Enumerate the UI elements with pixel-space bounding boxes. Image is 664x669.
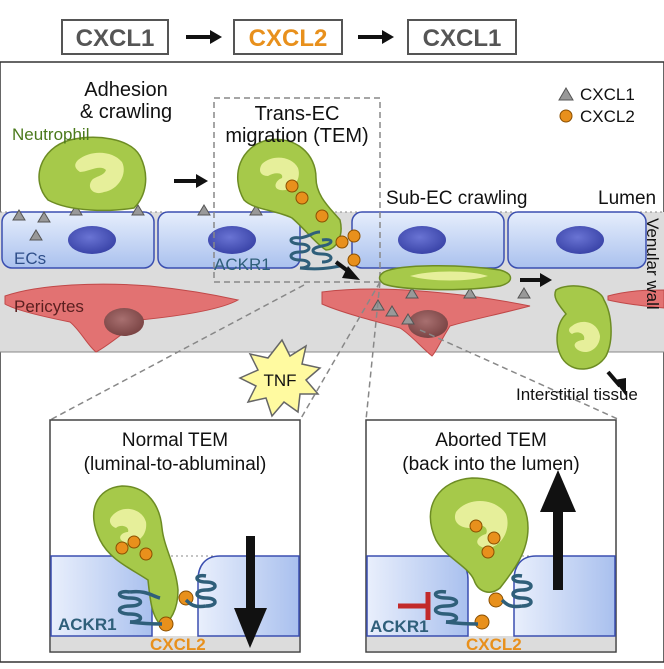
- neutrophil-label: Neutrophil: [12, 125, 90, 144]
- tem-label-1: Trans-EC: [255, 103, 340, 125]
- arrow-tem-down-head: [342, 266, 360, 280]
- cxcl1-triangle: [463, 287, 477, 299]
- arrow-sub-ec-head: [540, 273, 552, 287]
- cxcl1-triangle: [12, 209, 26, 221]
- arrow-to-tem-head: [196, 174, 208, 188]
- ecs-label: ECs: [14, 249, 46, 268]
- interstitial-label: Interstitial tissue: [516, 385, 638, 404]
- panel-normal-arrow: [246, 536, 255, 610]
- panel-aborted-ec-right: [513, 555, 616, 637]
- panel-normal-ackr1-label: ACKR1: [58, 615, 117, 634]
- zoom-line: [419, 329, 621, 421]
- neutrophil-adhering: [38, 136, 147, 212]
- panel-aborted-arrow-head: [540, 470, 576, 512]
- header-box-2: [233, 19, 343, 55]
- cxcl2-dot: [481, 545, 495, 559]
- ec-nucleus: [556, 226, 604, 254]
- pericyte: [607, 289, 664, 309]
- adhesion-label-2: & crawling: [80, 101, 172, 123]
- adhesion-label-1: Adhesion: [84, 79, 167, 101]
- legend-cxcl1-icon: [558, 87, 574, 101]
- cxcl1-triangle: [69, 204, 83, 216]
- panel-aborted-neutrophil: [429, 477, 529, 593]
- cxcl2-dot: [474, 614, 490, 630]
- panel-aborted-title: Aborted TEM: [435, 430, 547, 451]
- panel-normal-tem: Normal TEM (luminal-to-abluminal) ACKR1 …: [49, 419, 301, 654]
- panel-aborted-cxcl2-label: CXCL2: [466, 635, 522, 654]
- panel-normal-subtitle: (luminal-to-abluminal): [84, 454, 267, 475]
- cxcl1-triangle: [249, 204, 263, 216]
- legend: CXCL1 CXCL2: [558, 85, 635, 126]
- vessel-scene: TNF Adhesion & crawling Neutrophil Trans…: [0, 61, 664, 663]
- header-step-1: CXCL1: [76, 25, 155, 52]
- cxcl1-markers: [12, 204, 531, 325]
- header-arrow-2-head: [382, 30, 394, 44]
- cxcl2-dot: [487, 531, 501, 545]
- tem-label-2: migration (TEM): [225, 125, 368, 147]
- panel-aborted-subtitle: (back into the lumen): [402, 454, 579, 475]
- cxcl1-triangle: [405, 287, 419, 299]
- panel-normal-cxcl2-label: CXCL2: [150, 635, 206, 654]
- cxcl2-dot: [488, 592, 504, 608]
- cxcl1-triangle: [131, 204, 145, 216]
- ackr1-receptor: [289, 230, 341, 271]
- neutrophil-migrating: [236, 138, 361, 267]
- panel-aborted-tem: Aborted TEM (back into the lumen) ACKR1 …: [365, 419, 617, 654]
- sub-ec-label: Sub-EC crawling: [386, 188, 528, 209]
- neutrophil-exiting: [554, 285, 612, 370]
- cxcl1-triangle: [385, 305, 399, 317]
- legend-cxcl2-icon: [559, 109, 573, 123]
- legend-cxcl2-label: CXCL2: [580, 107, 635, 126]
- ec-nucleus: [398, 226, 446, 254]
- cxcl2-dot: [115, 541, 129, 555]
- tnf-label: TNF: [263, 371, 296, 390]
- panel-aborted-ackr1-label: ACKR1: [370, 617, 429, 636]
- header-flow: CXCL1 CXCL2 CXCL1: [61, 19, 517, 55]
- cxcl2-dot: [127, 535, 141, 549]
- pericyte-nucleus: [104, 308, 144, 336]
- figure-border: [0, 61, 664, 663]
- cxcl2-dot: [139, 547, 153, 561]
- cxcl1-triangle: [29, 229, 43, 241]
- neutrophil-sub-ec: [378, 264, 512, 291]
- panel-normal-title: Normal TEM: [122, 430, 228, 451]
- cxcl1-triangle: [517, 287, 531, 299]
- zoom-line: [299, 281, 381, 421]
- cxcl1-triangle: [401, 313, 415, 325]
- panel-aborted-arrow: [553, 508, 563, 590]
- arrow-to-interstitial-head: [614, 378, 626, 396]
- legend-cxcl1-label: CXCL1: [580, 85, 635, 104]
- ackr1-label: ACKR1: [214, 255, 271, 274]
- tnf-burst: [238, 338, 322, 418]
- header-box-3: [407, 19, 517, 55]
- ec-nucleus: [68, 226, 116, 254]
- lumen-label: Lumen: [598, 188, 656, 209]
- header-arrow-1-head: [210, 30, 222, 44]
- pericytes-label: Pericytes: [14, 297, 84, 316]
- panel-normal-ackr1: [117, 573, 217, 626]
- cxcl1-triangle: [197, 204, 211, 216]
- header-step-2: CXCL2: [249, 25, 328, 52]
- zoom-line: [49, 284, 305, 421]
- panel-aborted-wall: [367, 636, 615, 651]
- pericyte-nucleus: [408, 310, 448, 338]
- header-box-1: [61, 19, 169, 55]
- cxcl2-dot: [469, 519, 483, 533]
- header-step-3: CXCL1: [423, 25, 502, 52]
- ec-nucleus: [208, 226, 256, 254]
- venular-wall-label: Venular wall: [643, 218, 662, 310]
- panel-normal-arrow-head: [234, 608, 267, 648]
- tem-highlight-box: [213, 97, 381, 283]
- panel-aborted-ackr1: [433, 573, 533, 626]
- panel-normal-wall: [51, 636, 299, 651]
- zoom-line: [365, 281, 381, 421]
- cxcl1-triangle: [37, 211, 51, 223]
